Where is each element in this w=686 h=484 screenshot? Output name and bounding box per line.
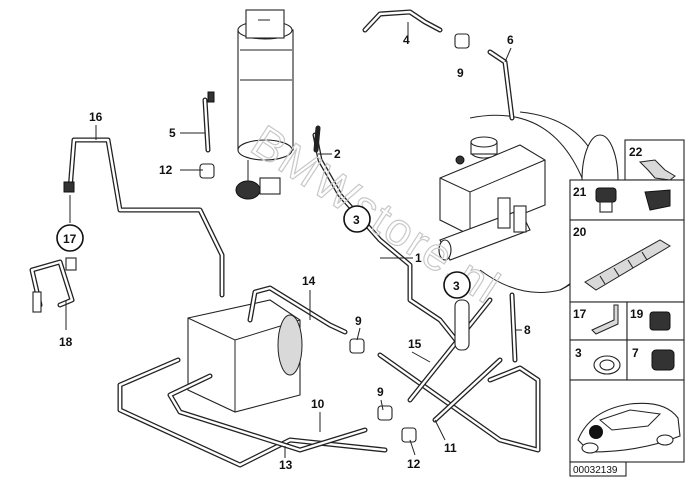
callout-3-upper-circle: [343, 205, 371, 233]
side-panel: 22 21 20 17 19 3 7: [569, 139, 685, 477]
callout-numbers: 1 2 4 5 6 8 9 9 9 10 11 12 12 13 14 15 1…: [59, 33, 531, 472]
panel-label-17: 17: [573, 307, 587, 321]
callout-9-top: 9: [457, 66, 464, 80]
callout-16: 16: [89, 110, 103, 124]
panel-label-7: 7: [632, 346, 639, 360]
pressure-accumulator: [235, 9, 294, 200]
clip-22-illustration: [638, 159, 676, 181]
callout-6: 6: [507, 33, 514, 47]
panel-label-21: 21: [573, 185, 587, 199]
callout-12-top: 12: [159, 163, 173, 177]
callout-17: 17: [63, 232, 77, 246]
clip-7-illustration: [651, 349, 675, 371]
callout-11: 11: [444, 441, 457, 455]
panel-label-3: 3: [575, 346, 582, 360]
callout-2: 2: [334, 147, 341, 161]
holder-20-illustration: [584, 239, 671, 291]
master-cylinder: [438, 136, 546, 261]
callout-13: 13: [279, 458, 293, 472]
callout-3-lower-circle: [443, 271, 471, 299]
hydraulic-unit: [187, 299, 303, 413]
car-location-illustration: [577, 402, 681, 454]
callout-9-low: 9: [377, 385, 384, 399]
callout-14: 14: [302, 274, 316, 288]
callout-17-circle: [56, 224, 84, 252]
callout-9-mid: 9: [355, 314, 362, 328]
fittings: [32, 33, 470, 443]
panel-label-20: 20: [573, 225, 587, 239]
callout-4: 4: [403, 33, 410, 47]
callout-15: 15: [408, 337, 422, 351]
circled-callouts: 3 3 17: [56, 205, 471, 299]
callout-1: 1: [415, 251, 422, 265]
grommet-21-illustration: [595, 187, 617, 203]
callout-10: 10: [311, 397, 325, 411]
part-code: 00032139: [573, 465, 618, 476]
callout-5: 5: [169, 126, 176, 140]
bracket-17-illustration: [591, 304, 619, 335]
panel-label-22: 22: [629, 145, 643, 159]
callout-3-upper: 3: [353, 213, 360, 227]
callout-18: 18: [59, 335, 73, 349]
callout-12-low: 12: [407, 457, 421, 471]
brake-pipes: [29, 9, 541, 468]
leader-lines: [65, 22, 522, 458]
panel-label-19: 19: [630, 307, 644, 321]
location-marker-icon: [589, 425, 603, 439]
clip-19-illustration: [649, 311, 671, 331]
callout-8: 8: [524, 323, 531, 337]
callout-3-lower: 3: [453, 279, 460, 293]
